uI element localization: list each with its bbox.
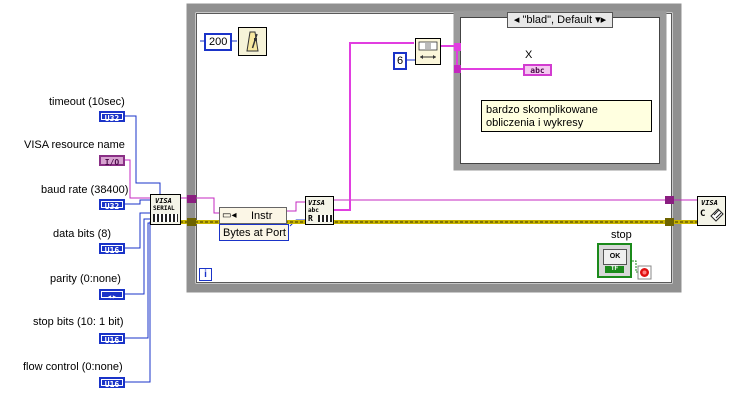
indicator-x: abc (523, 64, 552, 76)
close-connector-icon (710, 208, 724, 222)
visa-configure-sub: SERIAL (153, 205, 175, 212)
property-ref-icon: ▭◂ (222, 210, 237, 221)
stop-tf-tag: TF (605, 266, 624, 273)
stop-bits-control[interactable]: U16 (99, 333, 125, 345)
visa-read-title: VISA (308, 199, 325, 207)
visa-close-node[interactable]: VISA C (697, 196, 726, 226)
string-wires (334, 42, 523, 211)
visa-close-title: VISA (701, 199, 718, 207)
data-bits-control[interactable]: U16 (99, 243, 125, 255)
string-subset-node[interactable] (415, 38, 441, 65)
timeout-control[interactable]: U32 (99, 111, 125, 123)
stop-bits-label: stop bits (10: 1 bit) (33, 316, 124, 328)
visa-read-r-icon: R (308, 214, 313, 223)
stop-ok-button[interactable]: OK (603, 249, 627, 265)
case-selector-value: "blad", Default (522, 14, 593, 26)
stop-button-terminal[interactable]: OK TF (597, 243, 632, 278)
stop-label: stop (611, 229, 632, 241)
visa-resource-label: VISA resource name (24, 139, 125, 151)
case-prev-arrow-icon[interactable]: ◂ (513, 14, 520, 26)
read-connector-icon (318, 215, 332, 222)
comment-box: bardzo skomplikowane obliczenia i wykres… (481, 100, 652, 132)
case-dropdown-icon[interactable]: ▾▸ (595, 14, 607, 26)
property-bytes-at-port[interactable]: Bytes at Port (219, 224, 289, 241)
while-loop-frame (186, 3, 682, 293)
property-class-text: Instr (251, 210, 273, 222)
serial-connector-icon (153, 214, 178, 222)
flow-control-label: flow control (0:none) (23, 361, 123, 373)
metronome-icon (246, 31, 259, 52)
visa-close-c-icon: C (700, 209, 706, 219)
wait-ms-node[interactable] (238, 27, 267, 56)
property-node-class[interactable]: ▭◂ Instr (219, 207, 287, 224)
timeout-label: timeout (10sec) (49, 96, 125, 108)
data-bits-label: data bits (8) (53, 228, 112, 240)
visa-configure-serial-node[interactable]: VISA SERIAL (150, 194, 181, 225)
baud-rate-label: baud rate (38400) (41, 184, 129, 196)
wait-ms-constant[interactable]: 200 (204, 33, 233, 51)
flow-control-control[interactable]: U16 (99, 377, 125, 389)
string-subset-icon (418, 41, 438, 59)
visa-resource-control[interactable]: I/O (99, 155, 125, 167)
visa-read-sub: abc (308, 207, 319, 214)
visa-configure-title: VISA (155, 197, 172, 205)
subset-length-constant[interactable]: 6 (393, 52, 408, 70)
parity-control[interactable]: ◂▸ (99, 289, 125, 301)
indicator-x-label: X (525, 49, 533, 61)
case-selector[interactable]: ◂ "blad", Default ▾▸ (507, 12, 613, 28)
iteration-terminal: i (199, 268, 212, 281)
visa-read-node[interactable]: VISA abc R (305, 196, 334, 225)
indicator-x-tag: abc (530, 66, 545, 75)
visa-resource-wire (125, 159, 697, 214)
baud-rate-control[interactable]: U32 (99, 199, 125, 211)
parity-label: parity (0:none) (50, 273, 121, 285)
